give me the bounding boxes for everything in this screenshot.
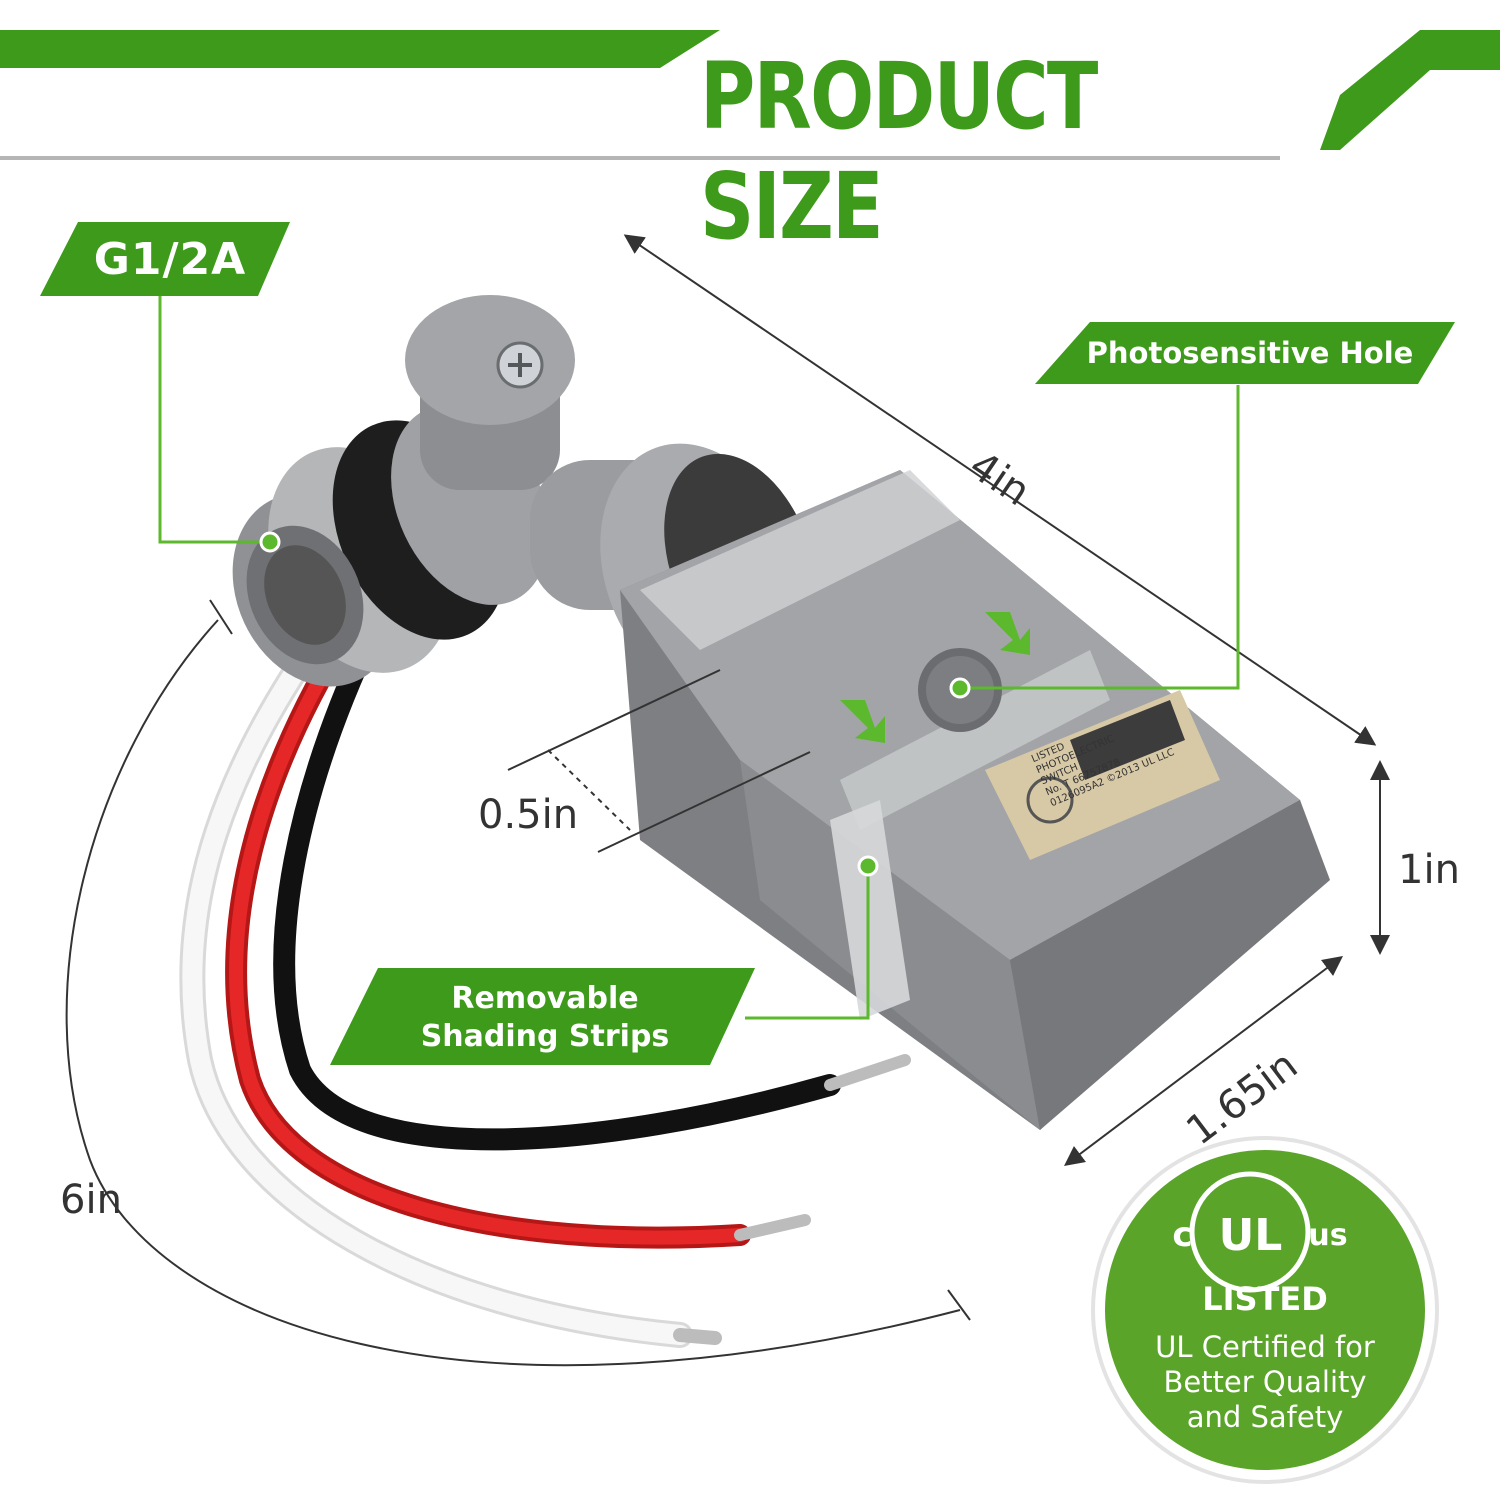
- ul-us-mark: us: [1308, 1217, 1348, 1253]
- ul-mark: UL: [1218, 1209, 1283, 1261]
- ul-cert-line-1: UL Certified for: [1155, 1330, 1375, 1364]
- ul-cert-line-3: and Safety: [1186, 1400, 1344, 1434]
- thread-size-tag: G1/2A: [93, 233, 247, 285]
- ul-cert-line-2: Better Quality: [1163, 1365, 1367, 1399]
- shading-strips-tag: Removable Shading Strips: [345, 968, 745, 1068]
- ul-c-mark: c: [1172, 1215, 1193, 1255]
- shading-tag-line-2: Shading Strips: [420, 1019, 670, 1054]
- shading-tag-line-1: Removable: [451, 981, 639, 1016]
- ul-listed-text: LISTED: [1202, 1280, 1328, 1318]
- strip-dimension-label: 0.5in: [478, 792, 579, 838]
- ul-logo: c UL us: [1160, 1205, 1360, 1265]
- photosensitive-hole-tag: Photosensitive Hole: [1086, 336, 1414, 370]
- header-banner: [0, 30, 1500, 160]
- wire-length-label: 6in: [60, 1177, 122, 1223]
- height-dimension-label: 1in: [1398, 847, 1460, 893]
- page-title: PRODUCT SIZE: [700, 43, 1098, 260]
